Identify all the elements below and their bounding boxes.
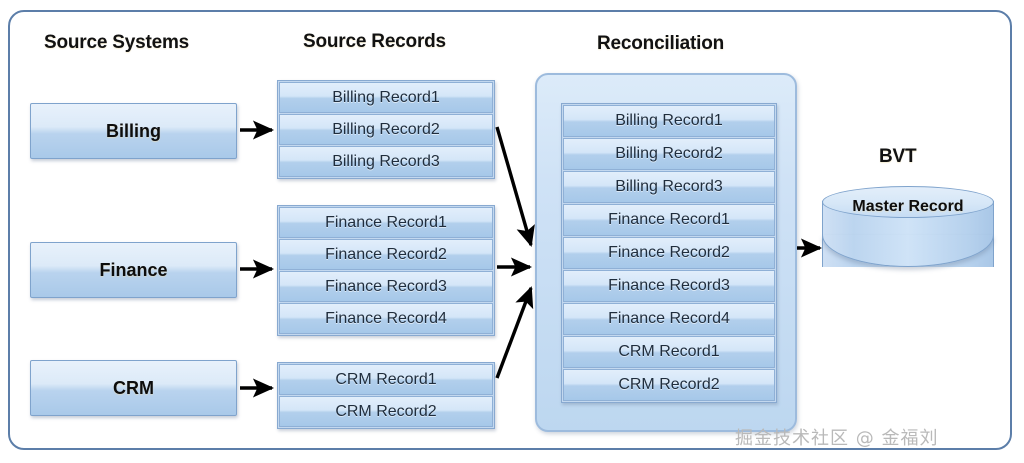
record-row[interactable]: Finance Record3: [279, 271, 493, 302]
record-label: Billing Record1: [615, 112, 723, 129]
record-row[interactable]: CRM Record2: [563, 369, 775, 401]
record-row[interactable]: CRM Record1: [279, 364, 493, 395]
record-label: Finance Record4: [608, 310, 730, 327]
watermark-text: 掘金技术社区 @ 金福刘: [735, 428, 939, 449]
record-label: Billing Record3: [615, 178, 723, 195]
record-row[interactable]: Billing Record2: [563, 138, 775, 170]
record-row[interactable]: Finance Record4: [279, 303, 493, 334]
heading-source-systems: Source Systems: [44, 32, 190, 53]
record-label: CRM Record1: [335, 370, 437, 388]
record-row[interactable]: Billing Record1: [279, 82, 493, 113]
record-row[interactable]: Billing Record1: [563, 105, 775, 137]
record-label: CRM Record2: [618, 376, 720, 393]
source-records-group-crm: CRM Record1 CRM Record2: [277, 362, 495, 429]
record-label: Finance Record1: [608, 211, 730, 228]
record-label: Finance Record3: [608, 277, 730, 294]
source-system-finance-label: Finance: [99, 259, 168, 280]
record-label: Billing Record2: [615, 145, 723, 162]
source-system-finance[interactable]: Finance: [30, 242, 237, 298]
record-label: Finance Record3: [325, 277, 447, 295]
source-system-crm[interactable]: CRM: [30, 360, 237, 416]
record-row[interactable]: CRM Record1: [563, 336, 775, 368]
record-row[interactable]: Finance Record2: [563, 237, 775, 269]
cylinder-top-ellipse: [822, 186, 994, 218]
record-row[interactable]: Finance Record1: [279, 207, 493, 238]
record-row[interactable]: Finance Record4: [563, 303, 775, 335]
reconciliation-record-list: Billing Record1 Billing Record2 Billing …: [561, 103, 777, 403]
record-label: CRM Record1: [618, 343, 720, 360]
record-row[interactable]: CRM Record2: [279, 396, 493, 427]
record-row[interactable]: Finance Record2: [279, 239, 493, 270]
record-label: Finance Record1: [325, 213, 447, 231]
record-row[interactable]: Finance Record3: [563, 270, 775, 302]
record-row[interactable]: Billing Record3: [563, 171, 775, 203]
reconciliation-panel: Billing Record1 Billing Record2 Billing …: [535, 73, 797, 432]
source-system-billing-label: Billing: [106, 120, 161, 141]
heading-source-records: Source Records: [303, 31, 446, 52]
bvt-database-cylinder[interactable]: Master Record: [822, 186, 994, 280]
record-row[interactable]: Billing Record3: [279, 146, 493, 177]
record-label: Billing Record3: [332, 152, 440, 170]
record-label: Billing Record1: [332, 88, 440, 106]
record-label: Finance Record2: [608, 244, 730, 261]
record-label: Finance Record2: [325, 245, 447, 263]
record-row[interactable]: Billing Record2: [279, 114, 493, 145]
master-record-label: Master Record: [852, 198, 964, 215]
source-records-group-billing: Billing Record1 Billing Record2 Billing …: [277, 80, 495, 179]
record-label: CRM Record2: [335, 402, 437, 420]
record-label: Finance Record4: [325, 309, 447, 327]
heading-reconciliation: Reconciliation: [597, 33, 725, 54]
source-system-billing[interactable]: Billing: [30, 103, 237, 159]
record-row[interactable]: Finance Record1: [563, 204, 775, 236]
source-records-group-finance: Finance Record1 Finance Record2 Finance …: [277, 205, 495, 336]
heading-bvt: BVT: [879, 146, 917, 167]
record-label: Billing Record2: [332, 120, 440, 138]
source-system-crm-label: CRM: [113, 377, 154, 398]
